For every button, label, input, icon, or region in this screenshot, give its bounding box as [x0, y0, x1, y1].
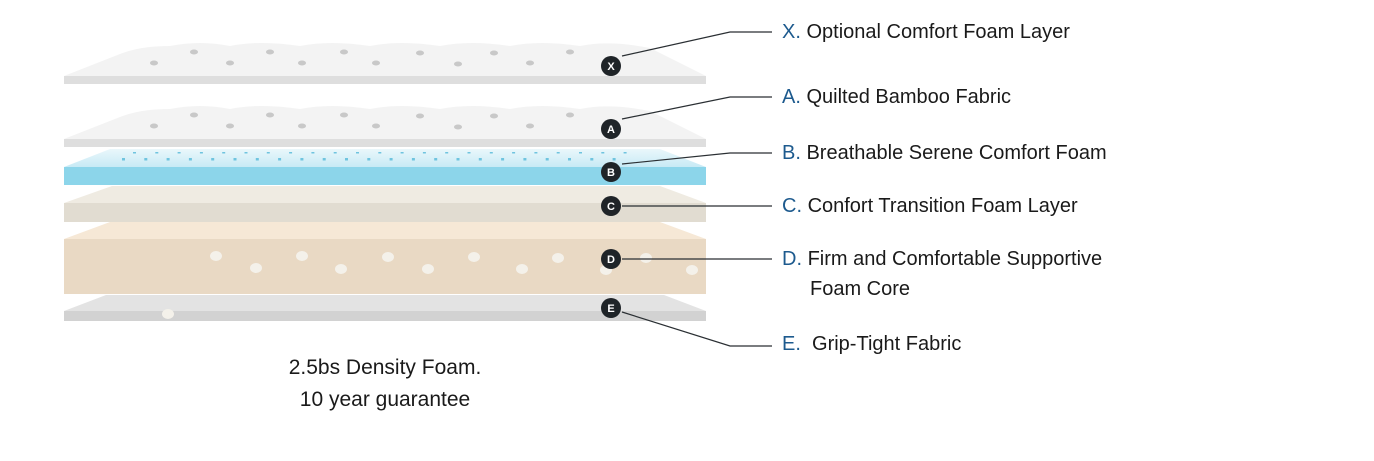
leader-line-a	[621, 96, 772, 120]
layer-d-support-core	[64, 222, 706, 294]
badge-a-text: A	[607, 124, 615, 136]
label-a: A. Quilted Bamboo Fabric	[782, 82, 1011, 112]
layer-e-grip-fabric	[64, 295, 706, 321]
label-c-text: Confort Transition Foam Layer	[807, 195, 1078, 217]
perforation-dot	[501, 158, 505, 161]
perforation-dot	[345, 158, 348, 161]
badge-c-text: C	[607, 201, 615, 213]
perforation-dot	[133, 152, 136, 154]
layer-x-optional-comfort-foam	[64, 43, 706, 84]
label-b: B. Breathable Serene Comfort Foam	[782, 138, 1107, 168]
perforation-dot	[188, 158, 192, 161]
perforation-dot	[601, 152, 605, 154]
perforation-dot	[266, 152, 270, 154]
label-c-letter: C.	[782, 195, 802, 217]
perforation-dot	[512, 152, 516, 154]
badge-b: B	[601, 162, 621, 182]
perforation-dot	[568, 158, 571, 161]
perforation-dot	[356, 152, 359, 154]
perforation-dot	[590, 158, 594, 161]
label-c: C. Confort Transition Foam Layer	[782, 191, 1078, 221]
perforation-dot	[579, 152, 582, 154]
label-e-text: Grip-Tight Fabric	[806, 333, 962, 355]
perforation-dot	[311, 152, 315, 154]
perforation-dot	[322, 158, 326, 161]
label-b-letter: B.	[782, 142, 801, 164]
perforation-dot	[467, 152, 471, 154]
layer-b-breathable-foam	[64, 149, 706, 185]
caption-line-2: 10 year guarantee	[299, 388, 471, 411]
label-x-letter: X.	[782, 21, 801, 43]
perforation-dot	[144, 158, 148, 161]
perforation-dot	[389, 158, 393, 161]
badge-b-text: B	[607, 167, 615, 179]
perforation-dot	[612, 158, 616, 161]
badge-a: A	[601, 119, 621, 139]
perforation-dot	[211, 158, 215, 161]
label-a-letter: A.	[782, 86, 801, 108]
perforation-dot	[122, 158, 125, 161]
badge-c: C	[601, 196, 621, 216]
perforation-dot	[400, 152, 404, 154]
perforation-dot	[333, 152, 337, 154]
perforation-dot	[434, 158, 438, 161]
label-d: D. Firm and Comfortable Supportive	[782, 244, 1102, 274]
label-e: E. Grip-Tight Fabric	[782, 329, 961, 359]
layer-c-transition-foam	[64, 186, 706, 222]
perforation-dot	[523, 158, 527, 161]
perforation-dot	[244, 152, 248, 154]
perforation-dot	[289, 152, 293, 154]
leader-line-x	[621, 31, 772, 57]
perforation-dot	[166, 158, 170, 161]
label-e-letter: E.	[782, 333, 801, 355]
perforation-dot	[177, 152, 181, 154]
perforation-dot	[445, 152, 449, 154]
badge-d-text: D	[607, 254, 615, 266]
perforation-dot	[545, 158, 549, 161]
perforation-dot	[367, 158, 371, 161]
badge-x-text: X	[607, 61, 615, 73]
label-d-text: Firm and Comfortable Supportive	[807, 248, 1103, 270]
perforation-dot	[456, 158, 460, 161]
label-x-text: Optional Comfort Foam Layer	[806, 21, 1070, 43]
perforation-dot	[411, 158, 415, 161]
perforation-dot	[255, 158, 259, 161]
label-a-text: Quilted Bamboo Fabric	[806, 86, 1012, 108]
perforation-dot	[378, 152, 382, 154]
perforation-dot	[199, 152, 203, 154]
badge-d: D	[601, 249, 621, 269]
badge-e: E	[601, 298, 621, 318]
perforation-dot	[155, 152, 159, 154]
badge-x: X	[601, 56, 621, 76]
perforation-dot	[300, 158, 304, 161]
layer-a-quilted-bamboo-fabric	[64, 106, 706, 147]
label-b-text: Breathable Serene Comfort Foam	[806, 142, 1107, 164]
perforation-dot	[422, 152, 426, 154]
perforation-dot	[278, 158, 282, 161]
label-d-line2: Foam Core	[810, 274, 910, 304]
perforation-dot	[489, 152, 493, 154]
caption-line-1: 2.5bs Density Foam.	[288, 356, 482, 379]
perforation-dot	[478, 158, 482, 161]
label-d-letter: D.	[782, 248, 802, 270]
label-d-text-2: Foam Core	[810, 278, 911, 300]
badge-e-text: E	[607, 303, 614, 315]
perforation-dot	[534, 152, 538, 154]
perforation-dot	[222, 152, 226, 154]
leader-line-e	[621, 311, 772, 347]
perforation-dot	[233, 158, 237, 161]
perforation-dot	[623, 152, 627, 154]
label-x: X. Optional Comfort Foam Layer	[782, 17, 1070, 47]
density-caption: 2.5bs Density Foam. 10 year guarantee	[240, 352, 530, 416]
leader-line-b	[621, 152, 772, 165]
perforation-dot	[556, 152, 560, 154]
